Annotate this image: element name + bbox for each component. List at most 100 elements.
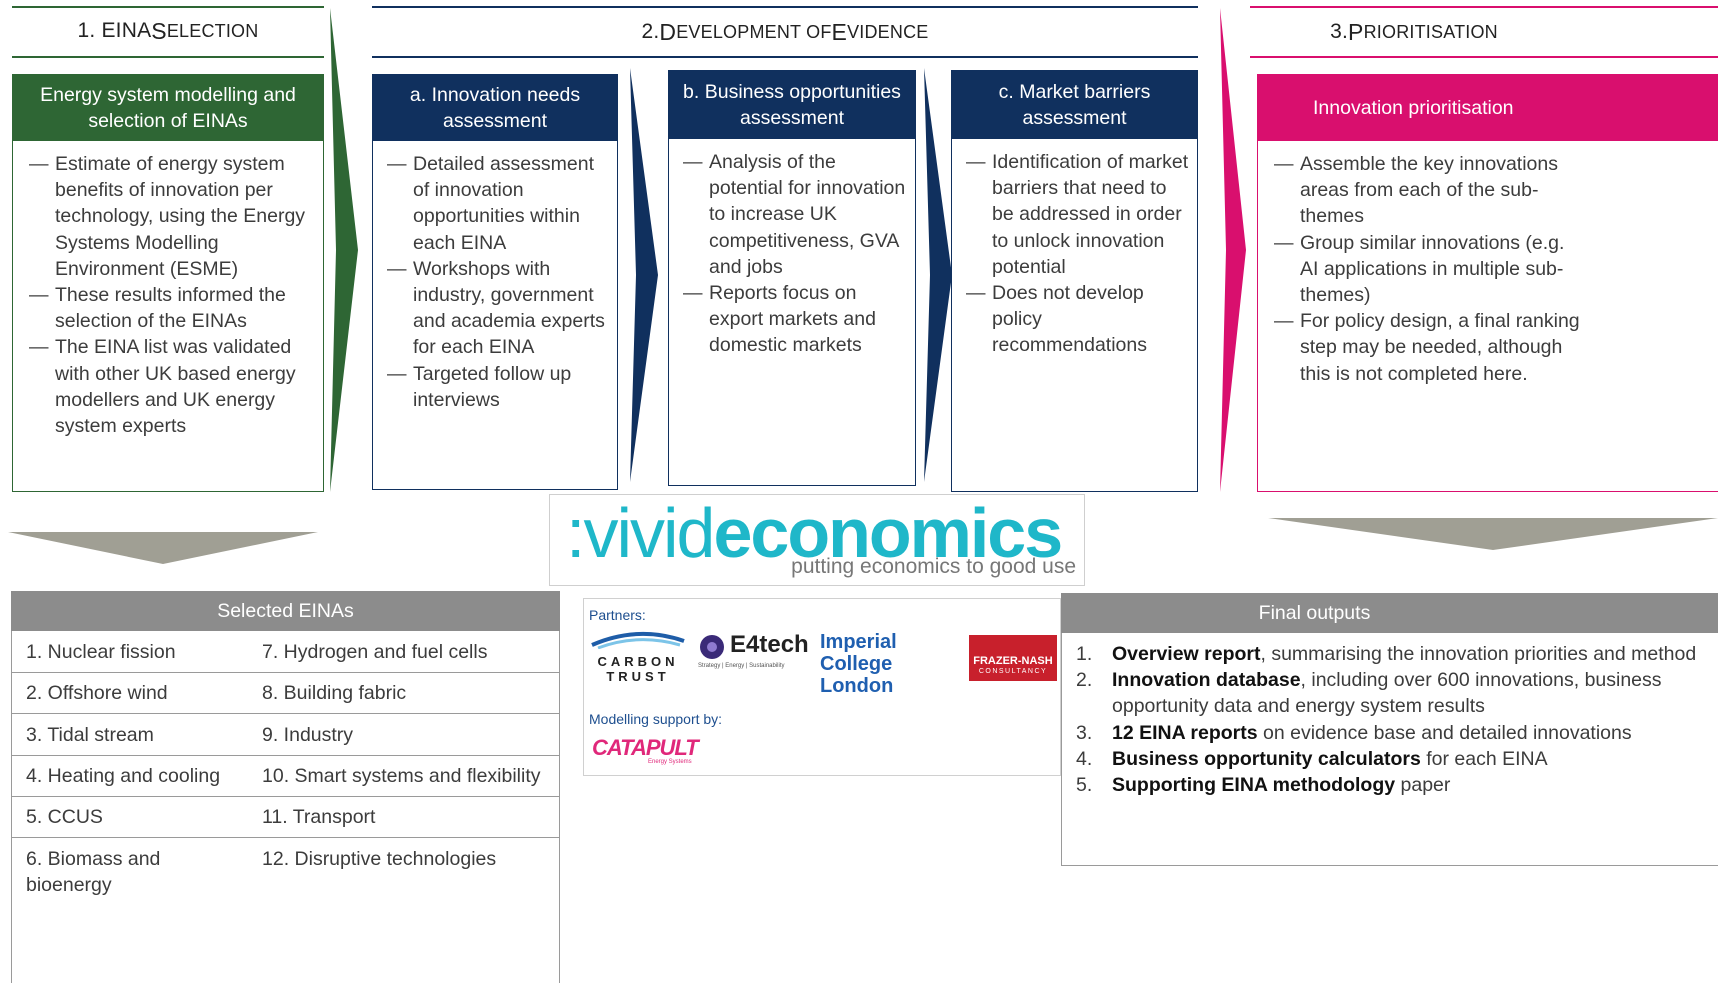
chevron-arrow-navy-1	[630, 68, 658, 482]
logo-tagline: putting economics to good use	[791, 555, 1076, 578]
carbon-trust-logo: CARBON TRUST	[590, 627, 686, 689]
prioritisation-title: Innovation prioritisation	[1258, 75, 1718, 141]
stage-1-cap: S	[151, 17, 167, 44]
eina-cell: 3. Tidal stream	[26, 723, 154, 746]
logo-brand: economics	[713, 494, 1063, 572]
business-opportunities-list: Analysis of the potential for innovation…	[669, 139, 915, 359]
table-row: 3. Tidal stream 9. Industry	[12, 714, 559, 756]
list-item: 4. Business opportunity calculators for e…	[1076, 746, 1718, 772]
list-item: For policy design, a final ranking step …	[1274, 308, 1584, 387]
vivid-economics-logo: :vivideconomics putting economics to goo…	[549, 494, 1085, 586]
market-barriers-title: c. Market barriers assessment	[952, 71, 1197, 139]
stage-1-topline	[12, 6, 324, 8]
item-bold: Innovation database	[1112, 669, 1301, 692]
selected-einas-header: Selected EINAs	[11, 591, 560, 631]
carbon-trust-line1: CARBON	[597, 654, 679, 669]
item-rest: , summarising the innovation priorities …	[1260, 643, 1697, 665]
catapult-sub: Energy Systems	[648, 759, 692, 765]
chevron-arrow-navy-2	[924, 68, 952, 482]
item-number: 5.	[1076, 774, 1093, 797]
eina-cell: 1. Nuclear fission	[26, 640, 176, 663]
item-rest: for each EINA	[1420, 747, 1548, 770]
eina-cell: 9. Industry	[262, 723, 354, 746]
item-text: Innovation database, including over 600 …	[1112, 667, 1718, 719]
partners-panel: Partners: CARBON TRUST E4tech Strategy |…	[583, 598, 1061, 776]
table-row: 5. CCUS 11. Transport	[12, 797, 559, 838]
list-item: 3.12 EINA reports on evidence base and d…	[1076, 720, 1718, 746]
item-rest: , including over 600 innovations, busine…	[1112, 669, 1662, 718]
catapult-name: CATAPULT	[592, 735, 699, 760]
item-bold: Business opportunity calculators	[1112, 747, 1421, 770]
list-item: Analysis of the potential for innovation…	[683, 149, 911, 280]
frazer-line1: FRAZER-NASH	[973, 655, 1053, 667]
item-text: Overview report, summarising the innovat…	[1112, 641, 1696, 667]
eina-cell: 7. Hydrogen and fuel cells	[262, 640, 488, 663]
table-row: 6. Biomass and bioenergy 12. Disruptive …	[12, 838, 559, 898]
list-item: Group similar innovations (e.g. AI appli…	[1274, 230, 1584, 309]
prioritisation-list: Assemble the key innovations areas from …	[1258, 141, 1592, 387]
e4tech-flower-icon	[700, 635, 724, 659]
eina-cell: 6. Biomass and bioenergy	[26, 848, 161, 896]
e4tech-logo: E4tech Strategy | Energy | Sustainabilit…	[698, 631, 818, 677]
item-number: 1.	[1076, 643, 1093, 665]
item-bold: Overview report	[1112, 643, 1261, 665]
business-opportunities-box: b. Business opportunities assessment Ana…	[668, 70, 916, 486]
item-rest: on evidence base and detailed innovation…	[1257, 721, 1632, 744]
list-item: 2. Innovation database, including over 60…	[1076, 667, 1718, 719]
eina-cell: 12. Disruptive technologies	[262, 848, 497, 870]
item-number: 4.	[1076, 747, 1093, 770]
esme-box: Energy system modelling and selection of…	[12, 74, 324, 492]
item-number: 3.	[1076, 721, 1093, 744]
imperial-line1: Imperial College	[820, 631, 897, 675]
eina-cell: 10. Smart systems and flexibility	[262, 765, 541, 787]
list-item: Estimate of energy system benefits of in…	[29, 151, 315, 282]
table-row: 2. Offshore wind 8. Building fabric	[12, 673, 559, 714]
frazer-line2: CONSULTANCY	[978, 668, 1048, 675]
business-opportunities-title: b. Business opportunities assessment	[669, 71, 915, 139]
frazer-nash-logo: FRAZER-NASH CONSULTANCY	[969, 635, 1057, 681]
final-outputs-box: 1. Overview report, summarising the innov…	[1061, 633, 1718, 866]
e4tech-name: E4tech	[730, 631, 809, 658]
innovation-needs-list: Detailed assessment of innovation opport…	[373, 141, 617, 413]
stage-2-cap2: E	[831, 18, 848, 45]
eina-cell: 2. Offshore wind	[26, 682, 168, 704]
stage-3-cap: P	[1348, 18, 1364, 45]
eina-cell: 11. Transport	[262, 806, 376, 828]
esme-box-title: Energy system modelling and selection of…	[13, 75, 323, 141]
stage-2-rest2: VIDENCE	[847, 21, 929, 42]
market-barriers-box: c. Market barriers assessment Identifica…	[951, 70, 1198, 492]
logo-wordmark: :vivideconomics	[566, 493, 1063, 573]
list-item: Identification of market barriers that n…	[966, 149, 1193, 280]
innovation-needs-title: a. Innovation needs assessment	[373, 75, 617, 141]
stage-3-num: 3.	[1330, 20, 1349, 43]
list-item: Targeted follow up interviews	[387, 361, 613, 413]
stage-1-rest: ELECTION	[166, 20, 259, 41]
item-bold: Supporting EINA methodology	[1112, 774, 1396, 797]
item-text: Supporting EINA methodology paper	[1112, 772, 1450, 798]
list-item: Detailed assessment of innovation opport…	[387, 151, 613, 256]
table-row: 1. Nuclear fission 7. Hydrogen and fuel …	[12, 631, 559, 673]
carbon-trust-line2: TRUST	[606, 669, 670, 684]
list-item: Does not develop policy recommendations	[966, 280, 1193, 359]
final-outputs-header: Final outputs	[1061, 593, 1718, 633]
catapult-logo: CATAPULT Energy Systems	[592, 735, 702, 775]
eina-cell: 5. CCUS	[26, 806, 103, 828]
innovation-needs-box: a. Innovation needs assessment Detailed …	[372, 74, 618, 490]
chevron-arrow-green	[330, 8, 358, 492]
list-item: Reports focus on export markets and dome…	[683, 280, 911, 359]
item-number: 2.	[1076, 669, 1093, 692]
market-barriers-list: Identification of market barriers that n…	[952, 139, 1197, 359]
final-outputs-list: 1. Overview report, summarising the innov…	[1062, 633, 1718, 798]
list-item: These results informed the selection of …	[29, 282, 315, 334]
logo-prefix: :vivid	[566, 494, 715, 572]
item-text: Business opportunity calculators for eac…	[1112, 746, 1548, 772]
selected-einas-table: 1. Nuclear fission 7. Hydrogen and fuel …	[11, 631, 560, 983]
list-item: 1. Overview report, summarising the innov…	[1076, 641, 1718, 667]
list-item: Workshops with industry, government and …	[387, 256, 613, 361]
e4tech-tagline: Strategy | Energy | Sustainability	[698, 663, 785, 669]
partners-label: Partners:	[589, 607, 646, 623]
eina-cell: 4. Heating and cooling	[26, 765, 221, 787]
